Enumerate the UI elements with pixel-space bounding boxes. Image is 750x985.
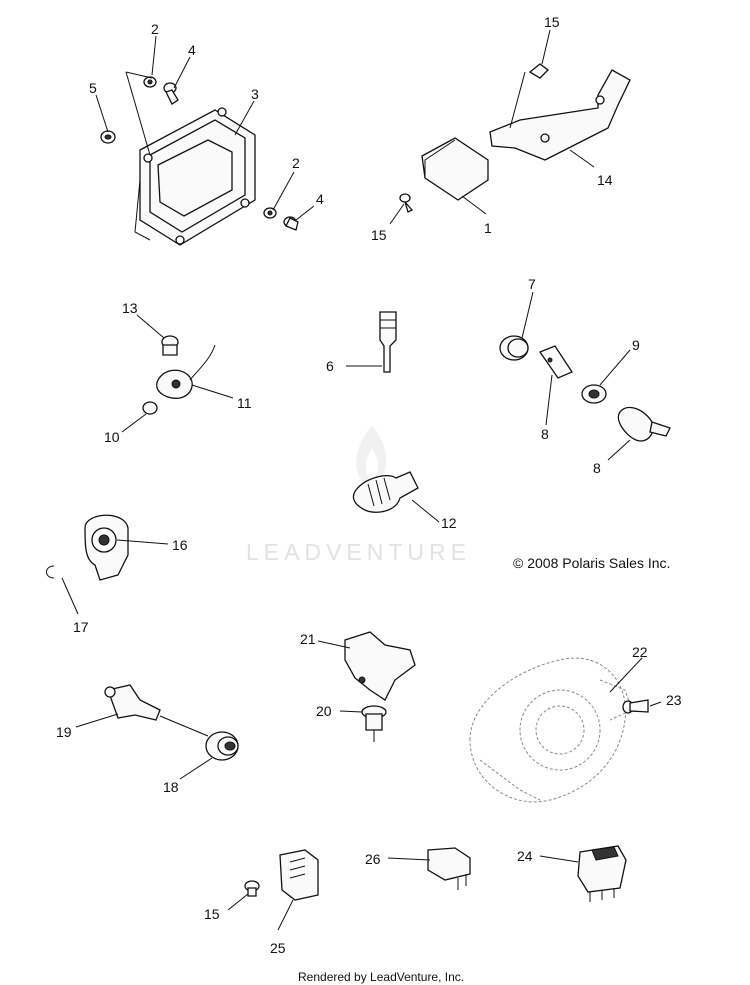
washer-2-lower	[263, 207, 277, 219]
callouts: 2 4 3 5 2 4 15 14 15 1 13 6 7 11 9 10 8 …	[56, 14, 682, 956]
clip-17	[46, 565, 55, 579]
callout-15-top: 15	[544, 14, 560, 30]
callout-2-upper: 2	[151, 21, 159, 37]
callout-8-upper: 8	[541, 426, 549, 442]
plug-10	[142, 401, 158, 415]
bolt-13	[161, 335, 179, 356]
footer-credit: Rendered by LeadVenture, Inc.	[298, 970, 464, 984]
connector-25	[279, 849, 319, 901]
callout-13: 13	[122, 300, 138, 316]
bracket-14	[489, 69, 631, 161]
screw-4-lower	[283, 216, 299, 231]
callout-10: 10	[104, 429, 120, 445]
callout-7: 7	[528, 276, 536, 292]
sensor-8-lower	[617, 406, 671, 442]
screw-4-upper	[163, 82, 179, 105]
callout-23: 23	[666, 692, 682, 708]
sensor-12	[352, 471, 419, 513]
callout-22: 22	[632, 644, 648, 660]
grommet-9	[581, 384, 607, 404]
screw-15-bottom	[244, 880, 260, 897]
leader-lines	[61, 29, 662, 931]
screw-23	[622, 699, 649, 714]
callout-16: 16	[172, 537, 188, 553]
sensor-7	[499, 335, 529, 361]
callout-14: 14	[597, 172, 613, 188]
callout-15-bottom: 15	[204, 906, 220, 922]
screw-15-side	[399, 193, 414, 213]
callout-3: 3	[251, 86, 259, 102]
callout-2-lower: 2	[292, 155, 300, 171]
callout-12: 12	[441, 515, 457, 531]
callout-4-upper: 4	[188, 42, 196, 58]
sensor-6	[379, 311, 397, 373]
sensor-19	[104, 684, 161, 721]
grommet-5	[100, 130, 116, 144]
throttle-body-22	[469, 657, 633, 803]
sensor-11	[156, 344, 216, 399]
callout-19: 19	[56, 724, 72, 740]
callout-4-lower: 4	[316, 191, 324, 207]
screw-15-top	[528, 63, 549, 79]
switch-26	[427, 847, 471, 890]
callout-20: 20	[316, 703, 332, 719]
sensor-20	[361, 705, 387, 742]
callout-9: 9	[632, 337, 640, 353]
callout-6: 6	[326, 358, 334, 374]
watermark-text: LEADVENTURE	[246, 539, 471, 565]
callout-21: 21	[300, 631, 316, 647]
sensor-16	[84, 514, 129, 581]
copyright-notice: © 2008 Polaris Sales Inc.	[513, 555, 670, 571]
sensor-21	[344, 631, 416, 701]
seal-18	[205, 731, 239, 761]
module-1	[421, 137, 489, 201]
callout-15-side: 15	[371, 227, 387, 243]
callout-17: 17	[73, 619, 89, 635]
callout-18: 18	[163, 779, 179, 795]
callout-1: 1	[484, 220, 492, 236]
callout-8-lower: 8	[593, 460, 601, 476]
callout-11: 11	[237, 395, 252, 411]
watermark-logo	[356, 425, 387, 492]
callout-5: 5	[89, 80, 97, 96]
plate-8	[539, 345, 573, 379]
callout-25: 25	[270, 940, 286, 956]
switch-24	[577, 845, 627, 902]
callout-26: 26	[365, 851, 381, 867]
ecu-module	[134, 107, 256, 246]
washer-2-upper	[143, 76, 157, 88]
callout-24: 24	[517, 848, 533, 864]
